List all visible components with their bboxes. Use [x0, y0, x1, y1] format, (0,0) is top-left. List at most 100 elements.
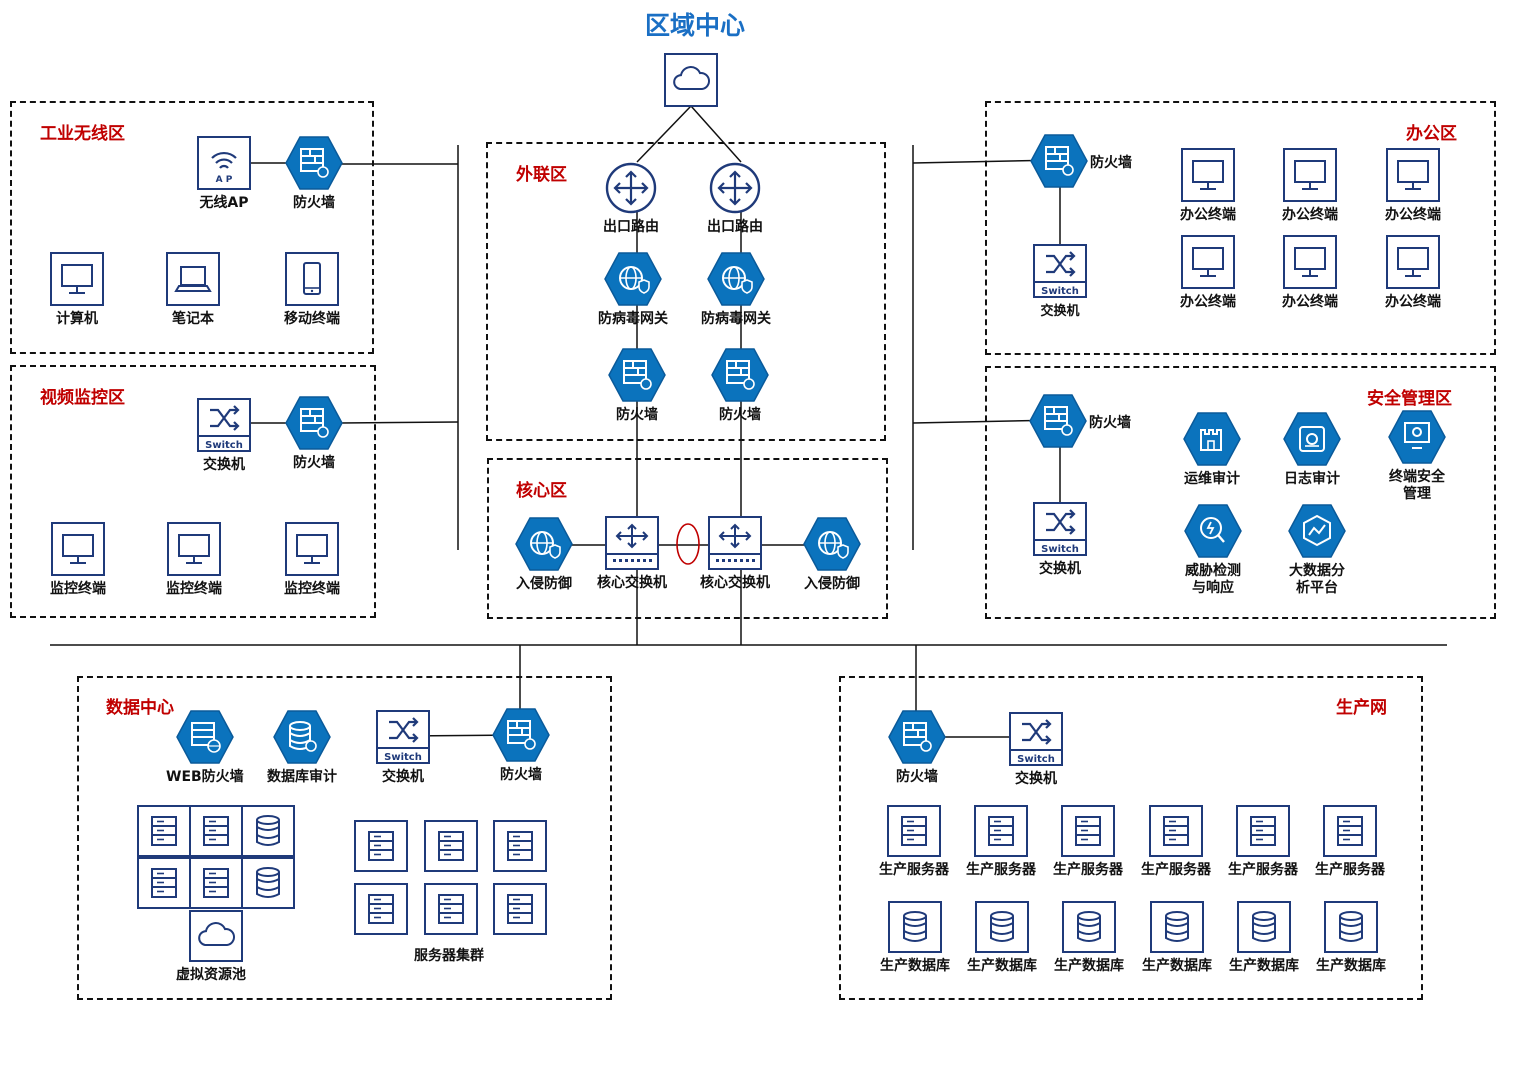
office-terminal-3[interactable]: 办公终端 — [1385, 148, 1441, 224]
core-switch-label: 核心交换机 — [597, 575, 667, 591]
monitor-icon — [1181, 235, 1235, 293]
virtual-pool-label: 虚拟资源池 — [176, 967, 246, 983]
prod-server-4[interactable]: 生产服务器 — [1141, 805, 1211, 879]
wireless-computer[interactable]: 计算机 — [50, 252, 104, 328]
wireless-firewall[interactable]: 防火墙 — [285, 136, 343, 212]
endpoint-security[interactable]: 终端安全管理 — [1385, 410, 1449, 503]
log-audit-label: 日志审计 — [1284, 471, 1340, 487]
wireless-laptop[interactable]: 笔记本 — [166, 252, 220, 328]
dc-firewall[interactable]: 防火墙 — [492, 708, 550, 784]
prod-server-label: 生产服务器 — [966, 862, 1036, 878]
monitor-terminal-2[interactable]: 监控终端 — [166, 522, 222, 598]
prod-db-4[interactable]: 生产数据库 — [1142, 901, 1212, 975]
prod-db-3[interactable]: 生产数据库 — [1054, 901, 1124, 975]
office-terminal-4[interactable]: 办公终端 — [1180, 235, 1236, 311]
prod-firewall-label: 防火墙 — [896, 769, 938, 785]
ips-left[interactable]: 入侵防御 — [515, 517, 573, 593]
prod-firewall[interactable]: 防火墙 — [888, 710, 946, 786]
monitor-icon — [167, 522, 221, 580]
office-switch[interactable]: Switch 交换机 — [1033, 244, 1087, 320]
prod-server-2[interactable]: 生产服务器 — [966, 805, 1036, 879]
security-firewall[interactable] — [1029, 394, 1087, 452]
prod-db-6[interactable]: 生产数据库 — [1316, 901, 1386, 975]
security-switch[interactable]: Switch 交换机 — [1033, 502, 1087, 578]
monitor-terminal-3[interactable]: 监控终端 — [284, 522, 340, 598]
server-icon[interactable] — [137, 857, 191, 913]
server-icon[interactable] — [137, 805, 191, 861]
dc-switch[interactable]: Switch 交换机 — [376, 710, 430, 786]
exit-router-2[interactable]: 出口路由 — [707, 162, 763, 236]
core-switch-icon — [708, 516, 762, 574]
core-switch-1[interactable]: 核心交换机 — [597, 516, 667, 592]
bigdata-icon — [1288, 504, 1346, 562]
prod-server-5[interactable]: 生产服务器 — [1228, 805, 1298, 879]
prod-server-1[interactable]: 生产服务器 — [879, 805, 949, 879]
server-icon[interactable] — [493, 883, 547, 939]
threat-detection-icon — [1184, 504, 1242, 562]
server-icon[interactable] — [493, 820, 547, 876]
cloud-icon — [664, 53, 718, 111]
external-firewall-2[interactable]: 防火墙 — [711, 348, 769, 424]
firewall-icon — [492, 708, 550, 766]
office-firewall[interactable] — [1030, 134, 1088, 192]
wireless-ap[interactable]: A P 无线AP — [197, 136, 251, 212]
zone-title-video: 视频监控区 — [40, 388, 125, 408]
video-switch[interactable]: Switch 交换机 — [197, 398, 251, 474]
zone-title-external: 外联区 — [516, 165, 567, 185]
waf[interactable]: WEB防火墙 — [166, 710, 244, 786]
antivirus-gateway-2[interactable]: 防病毒网关 — [701, 252, 771, 328]
prod-db-5[interactable]: 生产数据库 — [1229, 901, 1299, 975]
server-icon[interactable] — [424, 883, 478, 939]
core-switch-2[interactable]: 核心交换机 — [700, 516, 770, 592]
prod-server-6[interactable]: 生产服务器 — [1315, 805, 1385, 879]
zone-title-datacenter: 数据中心 — [106, 698, 174, 718]
prod-server-label: 生产服务器 — [1315, 862, 1385, 878]
prod-db-1[interactable]: 生产数据库 — [880, 901, 950, 975]
bigdata-platform[interactable]: 大数据分析平台 — [1285, 504, 1349, 597]
page-title: 区域中心 — [644, 11, 745, 40]
database-icon[interactable] — [241, 857, 295, 913]
monitor-icon — [50, 252, 104, 310]
database-icon[interactable] — [241, 805, 295, 861]
server-icon — [1149, 805, 1203, 861]
ips-right[interactable]: 入侵防御 — [803, 517, 861, 593]
antivirus-gateway-1[interactable]: 防病毒网关 — [598, 252, 668, 328]
server-icon[interactable] — [189, 857, 243, 913]
office-terminal-1[interactable]: 办公终端 — [1180, 148, 1236, 224]
ips-icon — [803, 517, 861, 575]
server-icon[interactable] — [189, 805, 243, 861]
external-firewall-1[interactable]: 防火墙 — [608, 348, 666, 424]
router-icon — [605, 162, 657, 218]
office-terminal-6[interactable]: 办公终端 — [1385, 235, 1441, 311]
video-firewall[interactable]: 防火墙 — [285, 396, 343, 472]
wireless-mobile[interactable]: 移动终端 — [284, 252, 340, 328]
prod-switch[interactable]: Switch 交换机 — [1009, 712, 1063, 788]
zone-office — [985, 101, 1496, 355]
region-cloud[interactable] — [664, 53, 718, 111]
switch-icon: Switch — [197, 398, 251, 456]
db-audit[interactable]: 数据库审计 — [267, 710, 337, 786]
database-icon — [1062, 901, 1116, 957]
zone-external — [486, 142, 886, 441]
office-terminal-2[interactable]: 办公终端 — [1282, 148, 1338, 224]
server-icon[interactable] — [354, 883, 408, 939]
server-icon[interactable] — [354, 820, 408, 876]
office-terminal-5[interactable]: 办公终端 — [1282, 235, 1338, 311]
cloud-icon[interactable] — [189, 910, 243, 966]
firewall-icon — [285, 396, 343, 454]
monitor-terminal-1[interactable]: 监控终端 — [50, 522, 106, 598]
external-firewall-label: 防火墙 — [719, 407, 761, 423]
db-audit-label: 数据库审计 — [267, 769, 337, 785]
prod-switch-label: 交换机 — [1015, 771, 1057, 787]
threat-detection[interactable]: 威胁检测与响应 — [1181, 504, 1245, 597]
zone-title-core: 核心区 — [516, 481, 567, 501]
server-icon[interactable] — [424, 820, 478, 876]
ops-audit[interactable]: 运维审计 — [1183, 412, 1241, 488]
prod-db-2[interactable]: 生产数据库 — [967, 901, 1037, 975]
antivirus-gateway-icon — [604, 252, 662, 310]
prod-server-3[interactable]: 生产服务器 — [1053, 805, 1123, 879]
prod-db-label: 生产数据库 — [1142, 958, 1212, 974]
log-audit[interactable]: 日志审计 — [1283, 412, 1341, 488]
exit-router-1[interactable]: 出口路由 — [603, 162, 659, 236]
wireless-ap-icon: A P — [197, 136, 251, 194]
